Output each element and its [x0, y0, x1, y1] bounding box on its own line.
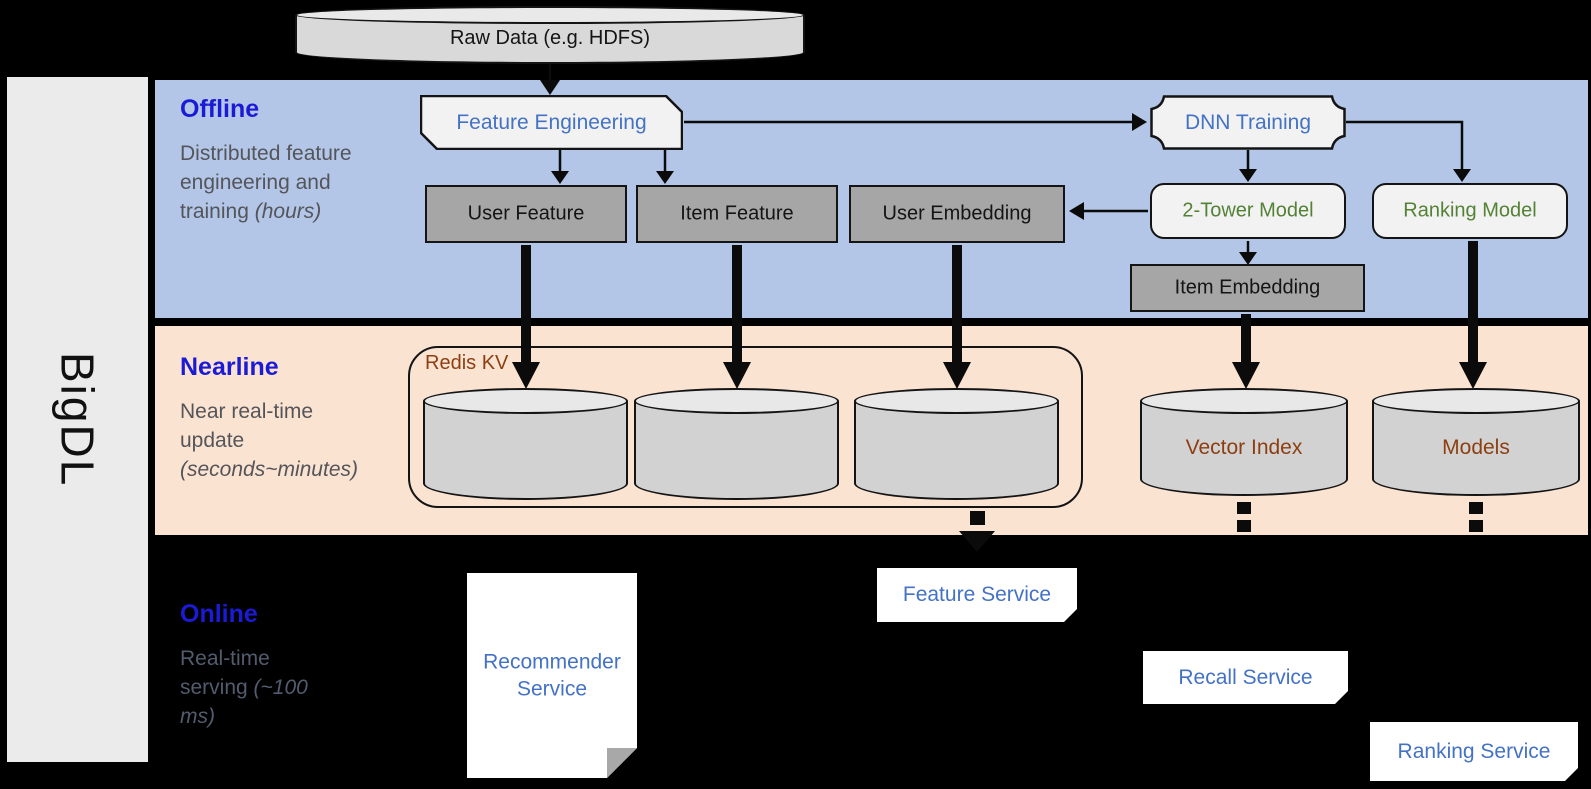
ranking-service-node: Ranking Service: [1370, 722, 1578, 781]
item-embedding-label: Item Embedding: [1174, 276, 1321, 299]
dnn-training-label: DNN Training: [1184, 110, 1312, 134]
vector-index-cylinder-top: [1140, 388, 1348, 414]
offline-title: Offline: [180, 95, 260, 123]
node-item-embedding: Item Embedding: [1130, 264, 1365, 312]
redis-kv-label: Redis KV: [425, 352, 509, 374]
models-cylinder-body: [1372, 401, 1580, 496]
vector-index-label: Vector Index: [1185, 435, 1303, 459]
node-feature-engineering: Feature Engineering: [419, 94, 684, 151]
kv-cylinder-2-top: [634, 388, 839, 414]
vector-index-cylinder-body: [1140, 401, 1348, 496]
raw-data-cylinder-top: [295, 6, 805, 24]
nearline-title: Nearline: [180, 353, 279, 381]
kv-cylinder-2-body: [634, 401, 839, 500]
redis-kv-container: [408, 346, 1083, 508]
kv-cylinder-3-top: [854, 388, 1059, 414]
recall-service-node: Recall Service: [1143, 651, 1348, 704]
node-ranking-model: Ranking Model: [1372, 183, 1568, 239]
ranking-model-label: Ranking Model: [1403, 199, 1537, 222]
kv-cylinder-3-body: [854, 401, 1059, 500]
kv-cylinder-1: [423, 388, 628, 500]
kv-cylinder-2: [634, 388, 839, 500]
node-dnn-training: DNN Training: [1150, 95, 1346, 150]
online-title: Online: [180, 600, 258, 628]
node-user-embedding: User Embedding: [849, 185, 1065, 243]
document-fold-icon: [607, 748, 637, 778]
models-cylinder: Models: [1372, 388, 1580, 496]
ranking-service-label: Ranking Service: [1397, 739, 1551, 763]
node-item-feature: Item Feature: [636, 185, 838, 243]
vector-index-cylinder: Vector Index: [1140, 388, 1348, 496]
kv-cylinder-3: [854, 388, 1059, 500]
feature-engineering-label: Feature Engineering: [456, 110, 647, 134]
bigdl-brand-label: BigDL: [51, 351, 104, 488]
node-two-tower-model: 2-Tower Model: [1150, 183, 1346, 239]
feature-service-node: Feature Service: [877, 568, 1077, 622]
feature-engineering-shape: [419, 94, 684, 151]
models-cylinder-top: [1372, 388, 1580, 414]
user-embedding-label: User Embedding: [882, 202, 1032, 225]
recommender-service-node: Recommender Service: [467, 573, 637, 778]
user-feature-label: User Feature: [467, 202, 585, 225]
raw-data-label: Raw Data (e.g. HDFS): [449, 26, 651, 49]
recall-service-label: Recall Service: [1178, 665, 1313, 689]
online-subtitle: Real-time serving (~100 ms): [180, 647, 308, 728]
feature-service-label: Feature Service: [902, 583, 1052, 606]
kv-cylinder-1-body: [423, 401, 628, 500]
node-user-feature: User Feature: [425, 185, 627, 243]
two-tower-model-label: 2-Tower Model: [1182, 199, 1314, 222]
raw-data-cylinder: Raw Data (e.g. HDFS): [295, 6, 805, 64]
kv-cylinder-1-top: [423, 388, 628, 414]
nearline-subtitle: Near real-time update (seconds~minutes): [180, 400, 358, 481]
dnn-training-shape: [1150, 95, 1346, 150]
offline-subtitle: Distributed feature engineering and trai…: [180, 142, 352, 223]
bigdl-sidebar: BigDL: [7, 77, 148, 762]
models-label: Models: [1442, 435, 1510, 459]
recommender-service-label: Recommender Service: [483, 650, 621, 701]
item-feature-label: Item Feature: [680, 202, 794, 225]
